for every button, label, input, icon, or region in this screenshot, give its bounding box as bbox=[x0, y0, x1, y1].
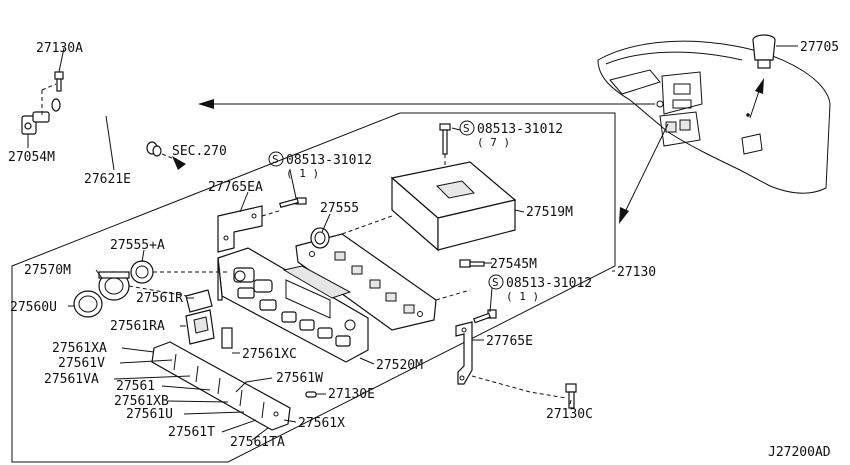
diagram-ref-code: J27200AD bbox=[768, 445, 831, 460]
bolt-symbol-b: S bbox=[459, 120, 475, 136]
label-bolt-c: 08513-31012 bbox=[506, 276, 592, 291]
label-bolt-b: 08513-31012 bbox=[477, 122, 563, 137]
clip-27054M bbox=[21, 111, 50, 135]
label-27621E: 27621E bbox=[84, 172, 131, 187]
label-27561XA: 27561XA bbox=[52, 341, 107, 356]
screw-27130A bbox=[54, 71, 64, 92]
label-27561U: 27561U bbox=[126, 407, 173, 422]
button-27561XC bbox=[221, 327, 233, 349]
label-27555: 27555 bbox=[320, 201, 359, 216]
label-27545M: 27545M bbox=[490, 257, 537, 272]
label-27561T: 27561T bbox=[168, 425, 215, 440]
sensor-27705 bbox=[752, 34, 776, 69]
svg-text:S: S bbox=[272, 153, 279, 166]
label-bolt-c-qty: ( 1 ) bbox=[506, 290, 539, 303]
screw-top bbox=[439, 123, 451, 166]
label-bolt-a-qty: ( 1 ) bbox=[286, 167, 319, 180]
label-27765EA: 27765EA bbox=[208, 180, 263, 195]
label-27561VA: 27561VA bbox=[44, 372, 99, 387]
svg-text:S: S bbox=[463, 122, 470, 135]
label-27054M: 27054M bbox=[8, 150, 55, 165]
label-27130E: 27130E bbox=[328, 387, 375, 402]
bracket-27765E bbox=[455, 321, 473, 385]
bracket-27765EA bbox=[217, 205, 263, 253]
button-27561RA bbox=[185, 309, 215, 345]
label-27130: 27130 bbox=[617, 265, 656, 280]
label-27561RA: 27561RA bbox=[110, 319, 165, 334]
leader-lines bbox=[27, 45, 798, 441]
arrow-down-icon bbox=[619, 207, 629, 224]
knob-27555A bbox=[130, 260, 154, 284]
label-27561XB: 27561XB bbox=[114, 394, 169, 409]
screw-27545M bbox=[459, 259, 485, 268]
bolt-symbol-a: S bbox=[268, 151, 284, 167]
screw-27130C bbox=[565, 383, 577, 409]
label-27560U: 27560U bbox=[10, 300, 57, 315]
label-27520M: 27520M bbox=[376, 358, 423, 373]
label-27561W: 27561W bbox=[276, 371, 323, 386]
arrow-up-icon bbox=[755, 78, 764, 94]
label-bolt-a: 08513-31012 bbox=[286, 153, 372, 168]
svg-text:S: S bbox=[492, 276, 499, 289]
screw-lower bbox=[473, 309, 497, 324]
label-27519M: 27519M bbox=[526, 205, 573, 220]
label-27130A: 27130A bbox=[36, 41, 83, 56]
label-27561: 27561 bbox=[116, 379, 155, 394]
dashboard-illustration bbox=[597, 40, 831, 194]
screw-bracket bbox=[279, 197, 307, 208]
label-27561XC: 27561XC bbox=[242, 347, 297, 362]
label-27765E: 27765E bbox=[486, 334, 533, 349]
label-27561V: 27561V bbox=[58, 356, 105, 371]
label-bolt-b-qty: ( 7 ) bbox=[477, 136, 510, 149]
arrow-to-assembly bbox=[623, 123, 669, 215]
label-27705: 27705 bbox=[800, 40, 839, 55]
assembly-boundary bbox=[11, 112, 616, 463]
label-sec-ref: SEC.270 bbox=[172, 144, 227, 159]
knob-27570M bbox=[98, 271, 130, 301]
arrow-left-icon bbox=[198, 99, 214, 109]
label-27561X: 27561X bbox=[298, 416, 345, 431]
label-27570M: 27570M bbox=[24, 263, 71, 278]
cover-27519M bbox=[390, 161, 517, 252]
button-27561R bbox=[185, 289, 213, 313]
circuit-board-27555 bbox=[295, 227, 437, 331]
button-strip bbox=[151, 341, 291, 431]
label-27130C: 27130C bbox=[546, 407, 593, 422]
arrow-to-sensor bbox=[749, 87, 761, 119]
knob-27560U bbox=[73, 290, 103, 318]
label-27561R: 27561R bbox=[136, 291, 183, 306]
sec-arrow-icon bbox=[172, 156, 186, 170]
control-unit-27520M bbox=[217, 247, 369, 363]
label-27561TA: 27561TA bbox=[230, 435, 285, 450]
label-27555A: 27555+A bbox=[110, 238, 165, 253]
bolt-symbol-c: S bbox=[488, 274, 504, 290]
hose-assembly bbox=[51, 83, 173, 159]
